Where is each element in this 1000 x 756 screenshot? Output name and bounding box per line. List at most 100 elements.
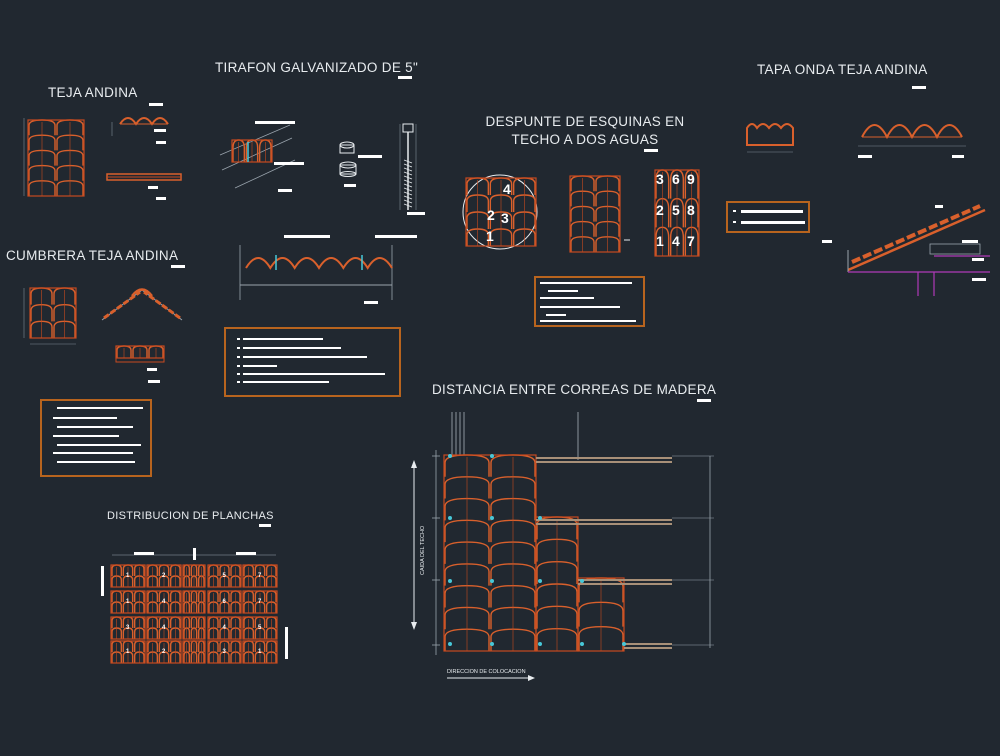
distribucion-sheet — [146, 590, 182, 614]
screw-thread — [403, 199, 413, 204]
annotation-bar — [972, 278, 986, 281]
distribucion-sheet-number: 2 — [162, 573, 166, 579]
distribucion-sheet — [242, 590, 278, 614]
washer-body — [339, 164, 357, 175]
title-despunte: DESPUNTE DE ESQUINAS EN TECHO A DOS AGUA… — [485, 114, 685, 148]
distribucion-sheet-number: 6 — [222, 599, 226, 605]
screw-thread — [403, 195, 413, 200]
distribucion-sheet-number: 5 — [222, 573, 226, 579]
annotation-bar — [741, 210, 803, 213]
tile-outline — [443, 454, 537, 652]
title-distribucion: DISTRIBUCION DE PLANCHAS — [107, 510, 274, 522]
distribucion-sheet — [207, 640, 242, 664]
distribucion-sheet-number: 1 — [126, 573, 130, 579]
distribucion-sheet — [182, 616, 206, 640]
annotation-bar — [134, 552, 154, 555]
distribucion-sheet — [242, 640, 278, 664]
distribucion-sheet-number: 1 — [126, 649, 130, 655]
tile-outline — [146, 564, 182, 588]
annotation-bar — [243, 381, 329, 383]
tile-outline — [110, 616, 146, 640]
annotation-bar — [540, 320, 636, 322]
despunte-grid-number: 1 — [656, 233, 664, 249]
annotation-bar — [53, 452, 133, 454]
correa-fixing-marker — [448, 516, 452, 520]
tile-outline — [207, 616, 242, 640]
tile-outline — [242, 564, 278, 588]
screw-head-icon — [402, 123, 414, 133]
distribucion-sheet — [182, 640, 206, 664]
annotation-bar — [358, 155, 382, 158]
distribucion-sheet-number: 1 — [258, 649, 262, 655]
screw-thread — [403, 175, 413, 180]
tile-outline — [146, 640, 182, 664]
cumbrera-ridge-cap — [131, 288, 153, 297]
correa-fixing-marker — [538, 516, 542, 520]
despunte-grid-number: 3 — [656, 171, 664, 187]
annotation-bar — [733, 221, 736, 223]
distribucion-sheet — [110, 616, 146, 640]
distribucion-sheet — [182, 564, 206, 588]
distribucion-sheet-number: 2 — [162, 649, 166, 655]
annotation-bar — [935, 205, 943, 208]
despunte-grid-number: 4 — [672, 233, 680, 249]
despunte-circle-tiles — [465, 177, 537, 247]
washer-icon — [339, 171, 357, 177]
despunte-circle-number: 2 — [487, 207, 495, 223]
screw-thread — [403, 187, 413, 192]
annotation-bar — [375, 235, 417, 238]
annotation-bar — [57, 426, 133, 428]
tapa-onda-roof-tiles — [851, 204, 981, 264]
tile-outline — [654, 169, 700, 257]
annotation-bar — [284, 235, 330, 238]
annotation-bar — [237, 356, 240, 358]
correas-tiles-col1 — [443, 454, 537, 652]
annotation-bar — [236, 552, 256, 555]
title-mark — [398, 76, 412, 79]
tile-outline — [110, 564, 146, 588]
despunte-grid-tiles — [654, 169, 700, 257]
washer-body — [339, 144, 355, 154]
title-distancia: DISTANCIA ENTRE CORREAS DE MADERA — [432, 382, 717, 397]
annotation-bar — [407, 212, 425, 215]
annotation-bar — [156, 197, 166, 200]
beam — [929, 243, 981, 255]
annotation-bar — [278, 189, 292, 192]
annotation-bar — [147, 368, 157, 371]
distribucion-sheet-number: 7 — [258, 573, 262, 579]
correa-fixing-marker — [490, 579, 494, 583]
annotation-bar — [243, 373, 385, 375]
annotation-bar — [243, 365, 277, 367]
distribucion-sheet — [242, 616, 278, 640]
annotation-bar — [53, 417, 117, 419]
distribucion-sheet — [207, 616, 242, 640]
annotation-bar — [148, 380, 160, 383]
despunte-grid-number: 9 — [687, 171, 695, 187]
annotation-bar — [243, 347, 341, 349]
distribucion-sheet — [146, 616, 182, 640]
title-mark — [149, 103, 163, 106]
cumbrera-side — [115, 345, 165, 359]
arrow-right-icon — [528, 675, 535, 681]
correa-fixing-marker — [490, 454, 494, 458]
tile-outline — [207, 590, 242, 614]
annotation-bar — [962, 240, 978, 243]
annotation-bar — [285, 627, 288, 659]
annotation-bar — [237, 347, 240, 349]
tile-outline — [577, 577, 625, 652]
cumbrera-tiles — [103, 290, 181, 320]
correa-fixing-marker — [448, 579, 452, 583]
tirafon-tile-section — [231, 139, 273, 163]
annotation-bar — [364, 301, 378, 304]
tapa-onda-roof-slope — [847, 208, 986, 272]
annotation-bar — [546, 314, 566, 316]
correas-tiles-col3 — [577, 577, 625, 652]
arrow-head-icon — [411, 460, 417, 468]
despunte-circle-number: 4 — [503, 181, 511, 197]
annotation-bar — [540, 282, 632, 284]
screw-thread — [403, 159, 413, 164]
tile-outline — [29, 287, 77, 339]
rect — [115, 357, 165, 363]
tile-outline — [242, 640, 278, 664]
distribucion-sheet — [146, 564, 182, 588]
